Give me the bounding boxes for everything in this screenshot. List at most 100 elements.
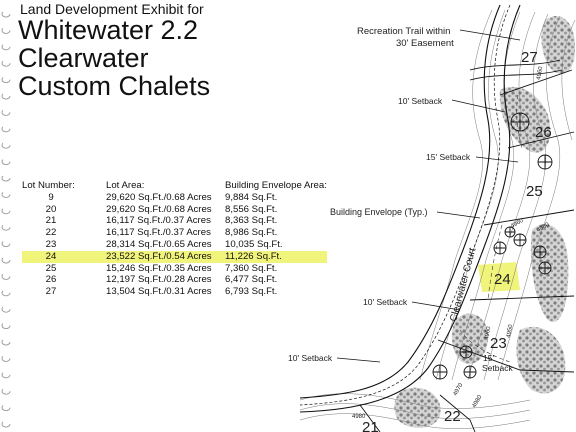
envelope-area-cell: 8,986 Sq.Ft. <box>225 227 278 239</box>
tree-symbol <box>538 261 552 275</box>
binder-hole <box>1 224 11 231</box>
lot-boundaries <box>359 69 575 432</box>
lot-number-cell: 23 <box>45 238 57 250</box>
lot-number-cell: 27 <box>45 286 57 298</box>
lot-number-cell: 20 <box>45 203 57 215</box>
binder-hole <box>1 208 11 215</box>
contour-lines <box>299 9 576 429</box>
binder-hole <box>1 110 11 116</box>
binder-hole <box>1 421 11 428</box>
setback-15-label: 15' Setback <box>426 152 471 162</box>
header-lot-area: Lot Area: <box>106 180 145 191</box>
binder-hole <box>1 274 11 280</box>
binder-hole <box>1 388 11 395</box>
envelope-area-cell: 10,035 Sq.Ft. <box>225 238 283 250</box>
contour-label: 4950 <box>506 324 514 339</box>
envelope-area-cell: 6,477 Sq.Ft. <box>225 274 278 286</box>
binder-hole <box>1 290 11 297</box>
binder-hole <box>1 77 11 84</box>
wooded-area <box>451 313 489 365</box>
contour-label: 4980 <box>472 394 484 409</box>
lot-number-label: 27 <box>521 49 538 66</box>
envelope-area-cell: 8,363 Sq.Ft. <box>225 215 278 227</box>
contour-label: 4970 <box>453 382 465 397</box>
project-name: Clearwater <box>18 43 149 73</box>
lot-number-cell: 21 <box>45 215 57 227</box>
lot-number-label: 23 <box>490 335 507 352</box>
leader-lines <box>336 29 521 363</box>
tree-symbol <box>510 112 530 132</box>
wooded-area <box>541 16 576 74</box>
tree-symbol <box>459 345 473 359</box>
contour-label: 4980 <box>352 414 366 420</box>
contour-label: 4960 <box>484 326 492 341</box>
lot-number-cell: 9 <box>48 191 54 203</box>
development-name: Whitewater 2.2 <box>18 15 199 45</box>
tree-symbol <box>493 241 507 255</box>
lot-area-cell: 28,314 Sq.Ft./0.65 Acres <box>106 238 212 250</box>
clearwater-court-road <box>299 4 521 413</box>
tree-symbol <box>504 226 516 238</box>
binder-hole <box>1 175 11 182</box>
lot-table-row: 20 29,620 Sq.Ft./0.68 Acres 8,556 Sq.Ft. <box>22 204 327 216</box>
lot-area-cell: 29,620 Sq.Ft./0.68 Acres <box>106 191 212 203</box>
building-envelope-label: Building Envelope (Typ.) <box>330 207 428 217</box>
lot-area-cell: 13,504 Sq.Ft./0.31 Acres <box>106 286 212 298</box>
lot-number-cell: 26 <box>45 274 57 286</box>
lot-area-cell: 16,117 Sq.Ft./0.37 Acres <box>106 227 211 239</box>
binder-hole <box>1 192 11 198</box>
binder-hole <box>1 93 11 100</box>
lot-24-highlight <box>478 262 520 292</box>
trail-label-line1: Recreation Trail within <box>357 26 450 37</box>
lot-number-label: 24 <box>494 271 511 288</box>
contour-label: 4960 <box>510 218 525 230</box>
lot-number-label: 25 <box>526 183 543 200</box>
lot-area-cell: 15,246 Sq.Ft./0.35 Acres <box>106 262 212 274</box>
trail-label-line2: 30' Easement <box>396 38 454 49</box>
binder-hole <box>1 241 11 248</box>
project-type: Custom Chalets <box>18 71 211 101</box>
binder-hole <box>1 306 11 313</box>
binder-hole <box>1 257 11 264</box>
envelope-area-cell: 7,360 Sq.Ft. <box>225 262 278 274</box>
lot-number-label: 21 <box>362 419 379 432</box>
lot-table-row: 23 28,314 Sq.Ft./0.65 Acres 10,035 Sq.Ft. <box>22 239 327 251</box>
lot-table-row: 26 12,197 Sq.Ft./0.28 Acres 6,477 Sq.Ft. <box>22 274 327 286</box>
lot-table-header: Lot Number: Lot Area: Building Envelope … <box>22 180 327 192</box>
binder-hole <box>1 142 11 149</box>
tree-symbols <box>432 112 553 380</box>
lot-table-row: 21 16,117 Sq.Ft./0.37 Acres 8,363 Sq.Ft. <box>22 215 327 227</box>
lot-table: Lot Number: Lot Area: Building Envelope … <box>22 180 327 298</box>
binder-hole <box>1 159 11 166</box>
wooded-area <box>530 224 569 322</box>
wooded-area <box>516 326 566 394</box>
setback-10-label-left: 10' Setback <box>288 353 333 363</box>
envelope-area-cell: 9,884 Sq.Ft. <box>225 191 278 203</box>
exhibit-subtitle: Land Development Exhibit for <box>20 1 204 17</box>
envelope-area-cell: 8,556 Sq.Ft. <box>225 203 278 215</box>
lot-number-cell: 24 <box>22 250 106 263</box>
recreation-trail <box>469 59 563 81</box>
lot-area-cell: 29,620 Sq.Ft./0.68 Acres <box>106 203 212 215</box>
binder-hole <box>1 405 11 412</box>
lot-number-label: 22 <box>444 408 461 425</box>
lot-table-row: 9 29,620 Sq.Ft./0.68 Acres 9,884 Sq.Ft. <box>22 192 327 204</box>
binder-hole <box>1 356 11 362</box>
binder-hole <box>1 28 11 34</box>
binder-hole <box>1 11 11 18</box>
tree-symbol <box>463 365 477 379</box>
binder-hole <box>1 323 11 330</box>
setback-15-label-a: 15' <box>483 353 494 363</box>
header-lot-number: Lot Number: <box>22 180 75 191</box>
binder-hole <box>1 372 11 379</box>
setback-10-label: 10' Setback <box>398 96 443 106</box>
lot-area-cell: 12,197 Sq.Ft./0.28 Acres <box>106 274 212 286</box>
header-envelope-area: Building Envelope Area: <box>225 180 327 191</box>
tree-symbol <box>432 364 448 380</box>
setback-15-label-b: Setback <box>482 363 513 373</box>
contour-label: 4960 <box>536 66 544 81</box>
lot-area-cell: 16,117 Sq.Ft./0.37 Acres <box>106 215 211 227</box>
